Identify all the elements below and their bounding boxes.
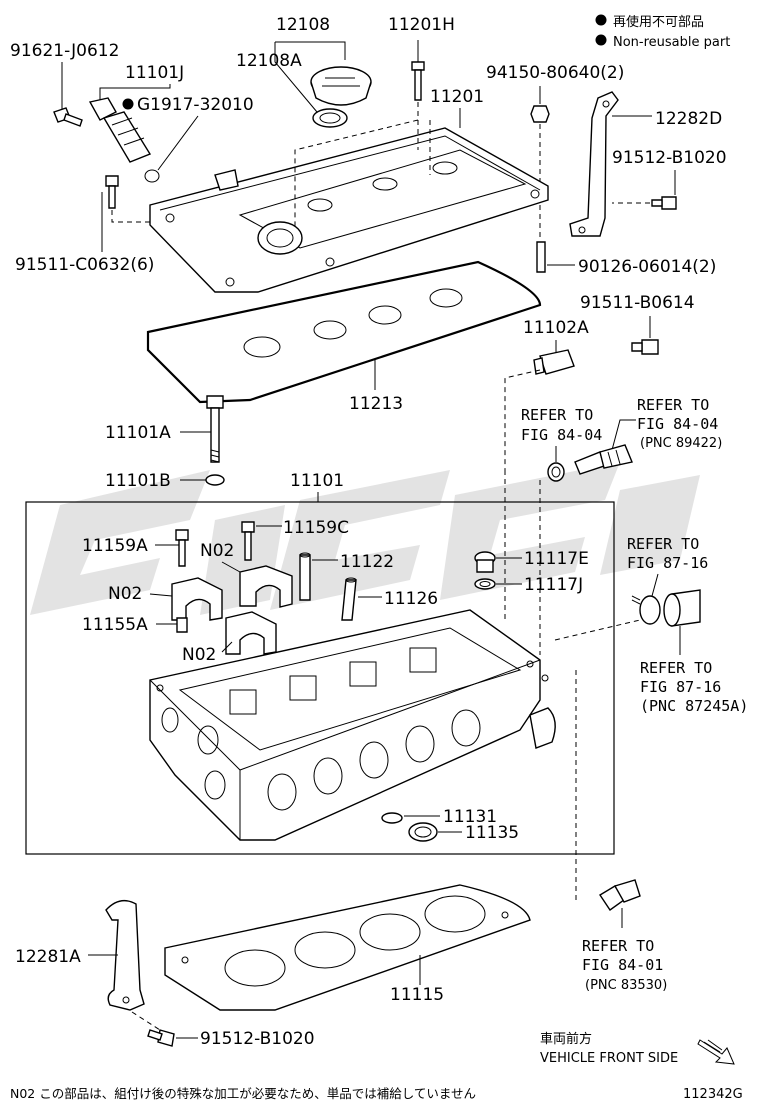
part-label-90126-06014: 90126-06014(2)	[578, 257, 716, 277]
part-label-n02-c: N02	[182, 645, 216, 665]
part-label-11101: 11101	[290, 471, 344, 491]
watermark	[30, 462, 700, 615]
part-label-94150-80640: 94150-80640(2)	[486, 63, 624, 83]
part-label-12108: 12108	[276, 15, 330, 35]
bearing-cap-drawing	[171, 577, 223, 621]
ref-84-01-line2: FIG 84-01	[582, 956, 663, 974]
part-label-91621-j0612: 91621-J0612	[10, 41, 119, 61]
part-label-12108a: 12108A	[236, 51, 302, 71]
ref-87-16-line1: REFER TO	[627, 535, 699, 553]
ref-84-04-b-line1: REFER TO	[637, 396, 709, 414]
part-label-11201h: 11201H	[388, 15, 455, 35]
nut-drawing	[530, 105, 550, 123]
ref-87-16-b-line1: REFER TO	[640, 659, 712, 677]
part-label-g1917-32010: G1917-32010	[137, 95, 254, 115]
part-label-11159a: 11159A	[82, 536, 148, 556]
part-label-11101a: 11101A	[105, 423, 171, 443]
non-reusable-bullet-icon	[122, 98, 134, 110]
temperature-sensor-drawing	[574, 444, 633, 475]
cap-bolt-drawing	[241, 521, 255, 561]
bolt-drawing	[53, 107, 83, 127]
bearing-cap-drawing	[239, 565, 293, 608]
part-label-11135: 11135	[465, 823, 519, 843]
part-label-n02-a: N02	[200, 541, 234, 561]
head-gasket-drawing	[164, 884, 531, 1011]
part-label-11131: 11131	[443, 807, 497, 827]
part-label-n02-b: N02	[108, 584, 142, 604]
valve-guide-drawing	[299, 552, 311, 601]
cylinder-head-group-box	[25, 501, 615, 855]
legend-non-reusable-en: Non-reusable part	[613, 35, 730, 50]
part-label-11117e: 11117E	[524, 549, 589, 569]
washer-drawing	[547, 462, 565, 482]
cylinder-head-drawing	[149, 609, 556, 841]
part-label-11159c: 11159C	[283, 518, 349, 538]
stud-drawing	[411, 61, 425, 101]
bolt-drawing	[105, 175, 119, 209]
part-label-91512-b1020-top: 91512-B1020	[612, 148, 727, 168]
front-label-en: VEHICLE FRONT SIDE	[540, 1051, 678, 1066]
legend-non-reusable-jp: 再使用不可部品	[613, 14, 704, 30]
part-label-11201: 11201	[430, 87, 484, 107]
part-label-11102a: 11102A	[523, 318, 589, 338]
bullet-icon	[595, 14, 607, 26]
washer-drawing	[205, 474, 225, 486]
valve-guide-drawing	[341, 577, 357, 621]
ref-84-04-line1: REFER TO	[521, 406, 593, 424]
part-label-91511-c0632: 91511-C0632(6)	[15, 255, 154, 275]
seal-drawing	[408, 822, 438, 842]
bolt-drawing	[147, 1029, 175, 1047]
stud-drawing	[536, 241, 546, 273]
oil-pressure-switch-drawing	[599, 879, 641, 911]
part-label-11117j: 11117J	[524, 575, 583, 595]
ref-84-04-b-line2: FIG 84-04	[637, 415, 718, 433]
ref-87-16-b-line2: FIG 87-16	[640, 678, 721, 696]
ref-84-04-line2: FIG 84-04	[521, 426, 602, 444]
cover-gasket-drawing	[146, 260, 542, 404]
hose-drawing	[663, 589, 701, 627]
seal-drawing	[381, 812, 403, 824]
part-label-11101b: 11101B	[105, 471, 171, 491]
part-label-11213: 11213	[349, 394, 403, 414]
figure-id: 112342G	[683, 1087, 743, 1102]
cylinder-head-cover-drawing	[149, 127, 549, 293]
bullet-icon	[595, 34, 607, 46]
dowel-pin-drawing	[176, 617, 188, 633]
ref-87-16-line2: FIG 87-16	[627, 554, 708, 572]
bolt-drawing	[631, 339, 659, 355]
bolt-drawing	[651, 196, 677, 210]
oil-filler-cap-drawing	[310, 66, 372, 128]
front-label-jp: 車両前方	[540, 1031, 592, 1047]
part-label-12282d: 12282D	[655, 109, 722, 129]
part-label-11122: 11122	[340, 552, 394, 572]
ref-84-01-line3: (PNC 83530)	[585, 978, 667, 993]
bracket-drawing	[569, 91, 619, 237]
hose-clamp-drawing	[631, 595, 661, 625]
ref-84-04-b-line3: (PNC 89422)	[640, 436, 722, 451]
sensor-drawing	[533, 349, 575, 375]
part-label-91511-b0614: 91511-B0614	[580, 293, 695, 313]
gasket-ring-drawing	[474, 578, 496, 590]
front-arrow-icon	[697, 1039, 735, 1065]
part-label-11155a: 11155A	[82, 615, 148, 635]
part-label-11126: 11126	[384, 589, 438, 609]
part-label-91512-b1020-bottom: 91512-B1020	[200, 1029, 315, 1049]
plug-drawing	[474, 551, 496, 573]
bracket-drawing	[105, 899, 145, 1011]
oil-control-valve-drawing	[88, 97, 160, 183]
head-bolt-drawing	[206, 395, 224, 463]
bearing-cap-drawing	[225, 611, 277, 655]
part-label-12281a: 12281A	[15, 947, 81, 967]
part-label-11101j: 11101J	[125, 63, 184, 83]
cap-bolt-drawing	[175, 529, 189, 567]
ref-87-16-b-line3: (PNC 87245A)	[640, 697, 748, 715]
footer-note: N02 この部品は、組付け後の特殊な加工が必要なため、単品では補給していません	[10, 1086, 476, 1101]
ref-84-01-line1: REFER TO	[582, 937, 654, 955]
part-label-11115: 11115	[390, 985, 444, 1005]
